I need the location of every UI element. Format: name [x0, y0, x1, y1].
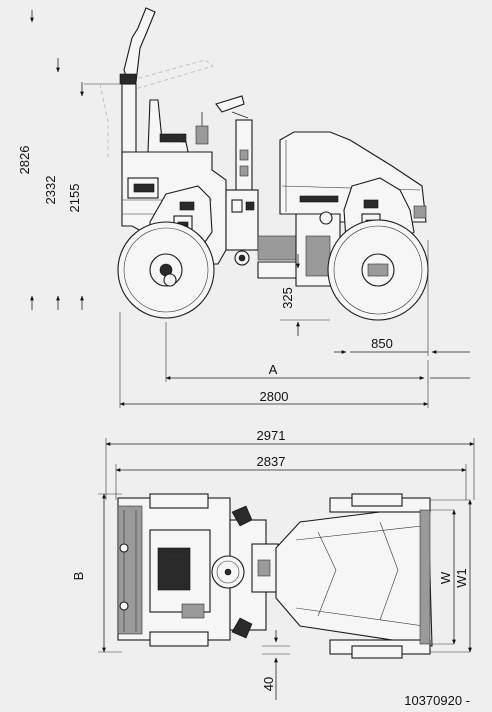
front-hood-plan	[275, 493, 433, 659]
operator-seat	[147, 99, 209, 153]
rear-section-plan	[117, 493, 231, 647]
articulation-joint	[225, 189, 301, 279]
width-b-label: B	[71, 572, 86, 581]
overall-length-label: 2971	[257, 428, 286, 443]
steering-column	[215, 95, 253, 191]
rear-drum	[117, 221, 215, 319]
frame-length-label: 2837	[257, 454, 286, 469]
side-clearance-label: 40	[261, 677, 276, 691]
height-2332-label: 2332	[43, 176, 58, 205]
width-w-label: W	[438, 571, 453, 584]
overhang-label: 850	[371, 336, 393, 351]
height-2826-label: 2826	[17, 146, 32, 175]
height-2155-label: 2155	[67, 184, 82, 213]
width-w1-label: W1	[454, 568, 469, 588]
articulation-plan	[211, 505, 279, 639]
top-view: 2971 2837 B	[71, 428, 475, 700]
ground-clearance-dimension	[280, 254, 330, 336]
wheelbase-dimension	[165, 322, 470, 382]
length-label: 2800	[260, 389, 289, 404]
front-drum	[327, 219, 429, 321]
drawing-id: 10370920 -	[404, 693, 470, 708]
side-view: 2826 2332 2155	[17, 7, 470, 408]
overhang-dimension	[334, 240, 470, 356]
height-arrows	[30, 10, 122, 310]
side-clearance-dimension	[262, 630, 290, 700]
length-dimension	[119, 312, 429, 408]
rops-frame	[99, 7, 214, 177]
ground-clearance-label: 325	[280, 287, 295, 309]
wheelbase-label: A	[269, 362, 278, 377]
